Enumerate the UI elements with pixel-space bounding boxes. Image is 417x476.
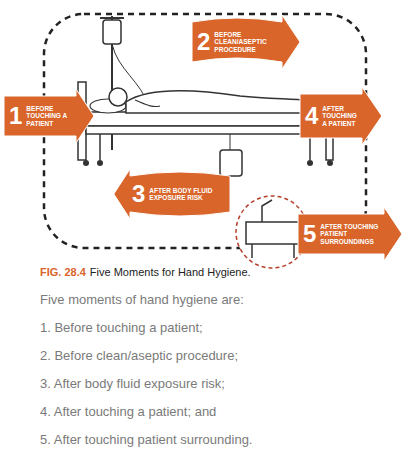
bed-frame <box>86 126 332 134</box>
list-item: 1. Before touching a patient; <box>40 320 203 335</box>
moment-number: 3 <box>132 182 145 206</box>
drain-tube <box>230 134 231 150</box>
moment-arrow: 5AFTER TOUCHING PATIENT SURROUNDINGS <box>298 214 384 254</box>
moment-number: 4 <box>305 104 318 128</box>
list-item: 5. After touching patient surrounding. <box>40 432 252 447</box>
figure-caption: Five Moments for Hand Hygiene. <box>90 266 251 278</box>
surroundings-circle <box>236 196 308 268</box>
wheel <box>97 160 103 166</box>
blanket <box>126 91 326 113</box>
moment-label: AFTER TOUCHING A PATIENT <box>322 105 359 127</box>
list-item: 3. After body fluid exposure risk; <box>40 376 225 391</box>
moment-arrow: 4AFTER TOUCHING A PATIENT <box>300 94 362 138</box>
figure-number: FIG. 28.4 <box>40 266 86 278</box>
urine-bag <box>220 150 242 176</box>
wheel <box>307 160 313 166</box>
arrow-body <box>298 207 402 261</box>
moment-label: AFTER TOUCHING PATIENT SURROUNDINGS <box>320 223 381 245</box>
moment-arrow: 2BEFORE CLEAN/ASEPTIC PROCEDURE <box>192 22 282 62</box>
arrow-body <box>4 89 94 143</box>
intro-text: Five moments of hand hygiene are: <box>40 292 244 307</box>
bedside-table <box>246 222 300 244</box>
iv-bag <box>103 20 121 44</box>
table-leg <box>251 244 253 258</box>
bed-leg <box>99 134 101 160</box>
table-leg <box>293 244 295 258</box>
iv-hook <box>100 17 124 19</box>
wheel <box>327 160 333 166</box>
wheel <box>83 160 89 166</box>
moment-label: BEFORE CLEAN/ASEPTIC PROCEDURE <box>214 31 279 53</box>
moment-number: 2 <box>197 30 210 54</box>
moment-number: 5 <box>303 222 316 246</box>
moment-label: BEFORE TOUCHING A PATIENT <box>26 105 73 127</box>
moment-number: 1 <box>9 104 22 128</box>
lamp <box>262 200 272 222</box>
moment-label: AFTER BODY FLUID EXPOSURE RISK <box>149 187 226 202</box>
arrow-body <box>300 87 382 145</box>
patient-arm <box>135 100 160 107</box>
list-item: 2. Before clean/aseptic procedure; <box>40 348 238 363</box>
list-item: 4. After touching a patient; and <box>40 404 216 419</box>
figure-caption-row: FIG. 28.4 Five Moments for Hand Hygiene. <box>40 266 251 278</box>
moment-arrow: 3 AFTER BODY FLUID EXPOSURE RISK <box>130 176 230 212</box>
patient-head <box>109 88 127 106</box>
arrow-body <box>192 15 300 69</box>
moment-arrow: 1BEFORE TOUCHING A PATIENT <box>4 96 76 136</box>
arrow-body <box>114 169 230 219</box>
mattress <box>86 112 332 126</box>
